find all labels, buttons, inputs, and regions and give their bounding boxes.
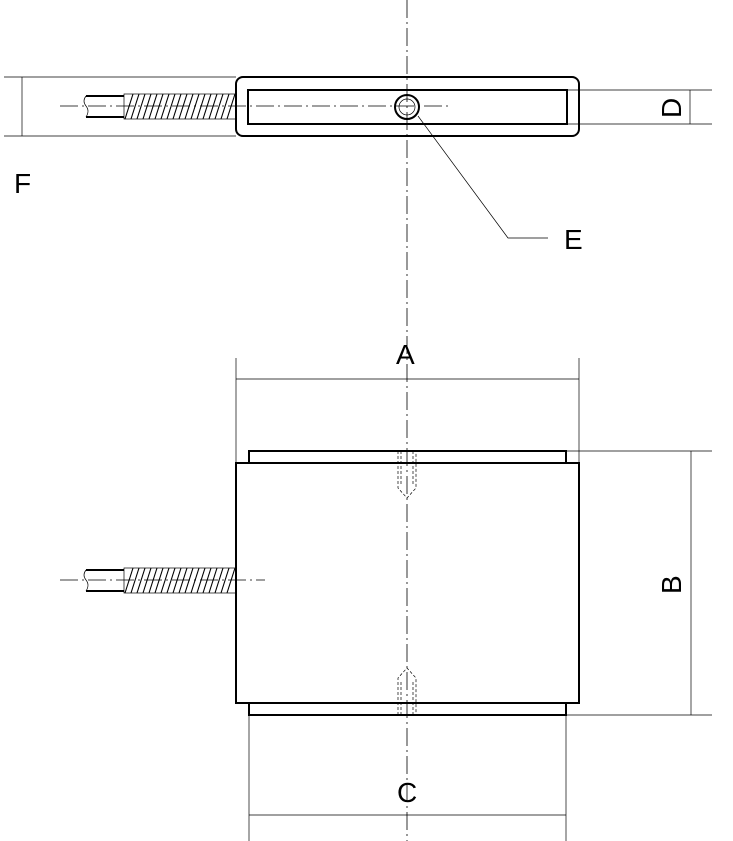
spring-coil: [178, 567, 188, 594]
spring-coil: [214, 567, 224, 594]
spring-coil: [190, 567, 200, 594]
spring-coil: [148, 93, 158, 120]
spring-coil: [124, 93, 134, 120]
spring-coil: [196, 567, 206, 594]
front-view-body: [235, 462, 580, 704]
top-strain-relief-thread: [124, 93, 236, 120]
spring-coil: [184, 93, 194, 120]
bottom-pad: [248, 702, 567, 716]
spring-coil: [214, 93, 224, 120]
spring-coil: [220, 567, 230, 594]
label-f: F: [14, 168, 31, 199]
spring-coil: [184, 567, 194, 594]
spring-coil: [136, 93, 146, 120]
spring-coil: [172, 567, 182, 594]
spring-coil: [226, 567, 236, 594]
spring-coil: [172, 93, 182, 120]
top-hole-inner: [398, 98, 416, 116]
top-pad: [248, 450, 567, 464]
top-threaded-hole-hidden: [397, 451, 417, 499]
spring-coil: [196, 93, 206, 120]
front-cable-break: [83, 569, 89, 592]
top-view: F D E: [4, 76, 712, 255]
spring-coil: [160, 567, 170, 594]
spring-coil: [208, 567, 218, 594]
spring-coil: [202, 567, 212, 594]
top-hole: [394, 94, 420, 120]
label-c: C: [397, 777, 417, 808]
spring-coil: [136, 567, 146, 594]
spring-coil: [190, 93, 200, 120]
spring-coil: [202, 93, 212, 120]
bottom-threaded-hole-hidden: [397, 667, 417, 715]
spring-coil: [154, 567, 164, 594]
spring-coil: [130, 567, 140, 594]
spring-coil: [124, 567, 134, 594]
top-strain-relief: [123, 93, 237, 120]
spring-coil: [178, 93, 188, 120]
spring-coil: [130, 93, 140, 120]
spring-coil: [208, 93, 218, 120]
spring-coil: [142, 567, 152, 594]
top-view-slot: [247, 89, 568, 125]
spring-coil: [148, 567, 158, 594]
e-leader-line: [417, 115, 548, 239]
front-view: A B C: [60, 339, 712, 841]
spring-coil: [220, 93, 230, 120]
label-a: A: [396, 339, 415, 370]
label-b: B: [656, 575, 687, 594]
spring-coil: [166, 93, 176, 120]
spring-coil: [166, 567, 176, 594]
top-view-body: [235, 76, 580, 137]
label-d: D: [656, 98, 687, 118]
spring-coil: [142, 93, 152, 120]
top-cable-break: [83, 95, 89, 118]
spring-coil: [160, 93, 170, 120]
spring-coil: [226, 93, 236, 120]
front-strain-relief: [123, 567, 237, 594]
spring-coil: [154, 93, 164, 120]
front-strain-relief-thread: [124, 567, 236, 594]
label-e: E: [564, 224, 583, 255]
